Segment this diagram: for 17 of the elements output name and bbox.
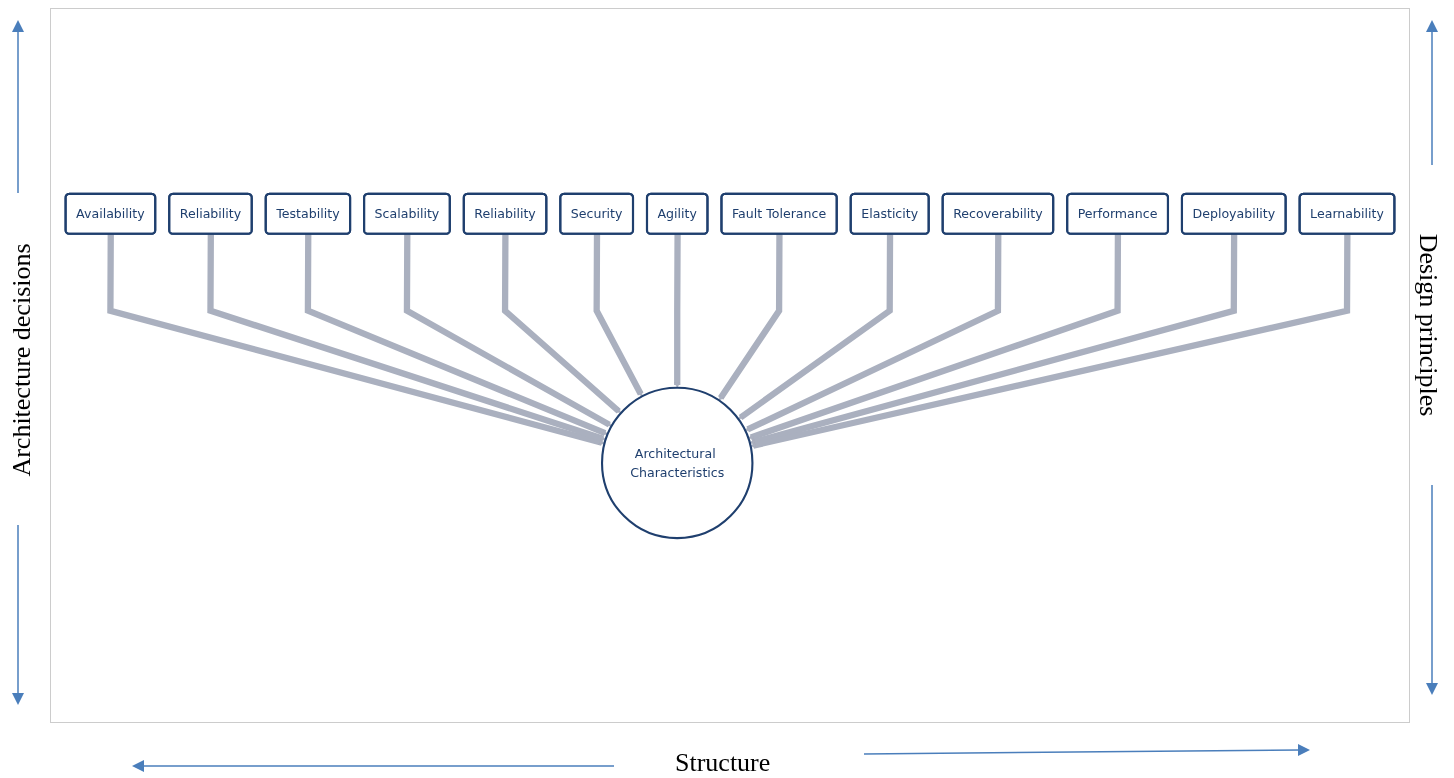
arrow (748, 233, 1122, 440)
axis-label: Architecture decisions (7, 243, 37, 477)
node-circle: Architectural Characteristics (601, 386, 754, 539)
axis-label: Design principles (1413, 233, 1443, 417)
arrow (750, 233, 1351, 449)
arrow (718, 233, 783, 401)
arrow (674, 233, 681, 388)
arrow (304, 233, 608, 436)
arrow (593, 233, 644, 397)
arrow (744, 233, 1002, 432)
arrow (738, 233, 894, 420)
arrow (107, 233, 605, 446)
arrow (501, 233, 622, 414)
axis-label: Structure (675, 748, 771, 778)
arrow (749, 233, 1238, 445)
arrow (207, 233, 606, 442)
arrow (403, 233, 612, 427)
